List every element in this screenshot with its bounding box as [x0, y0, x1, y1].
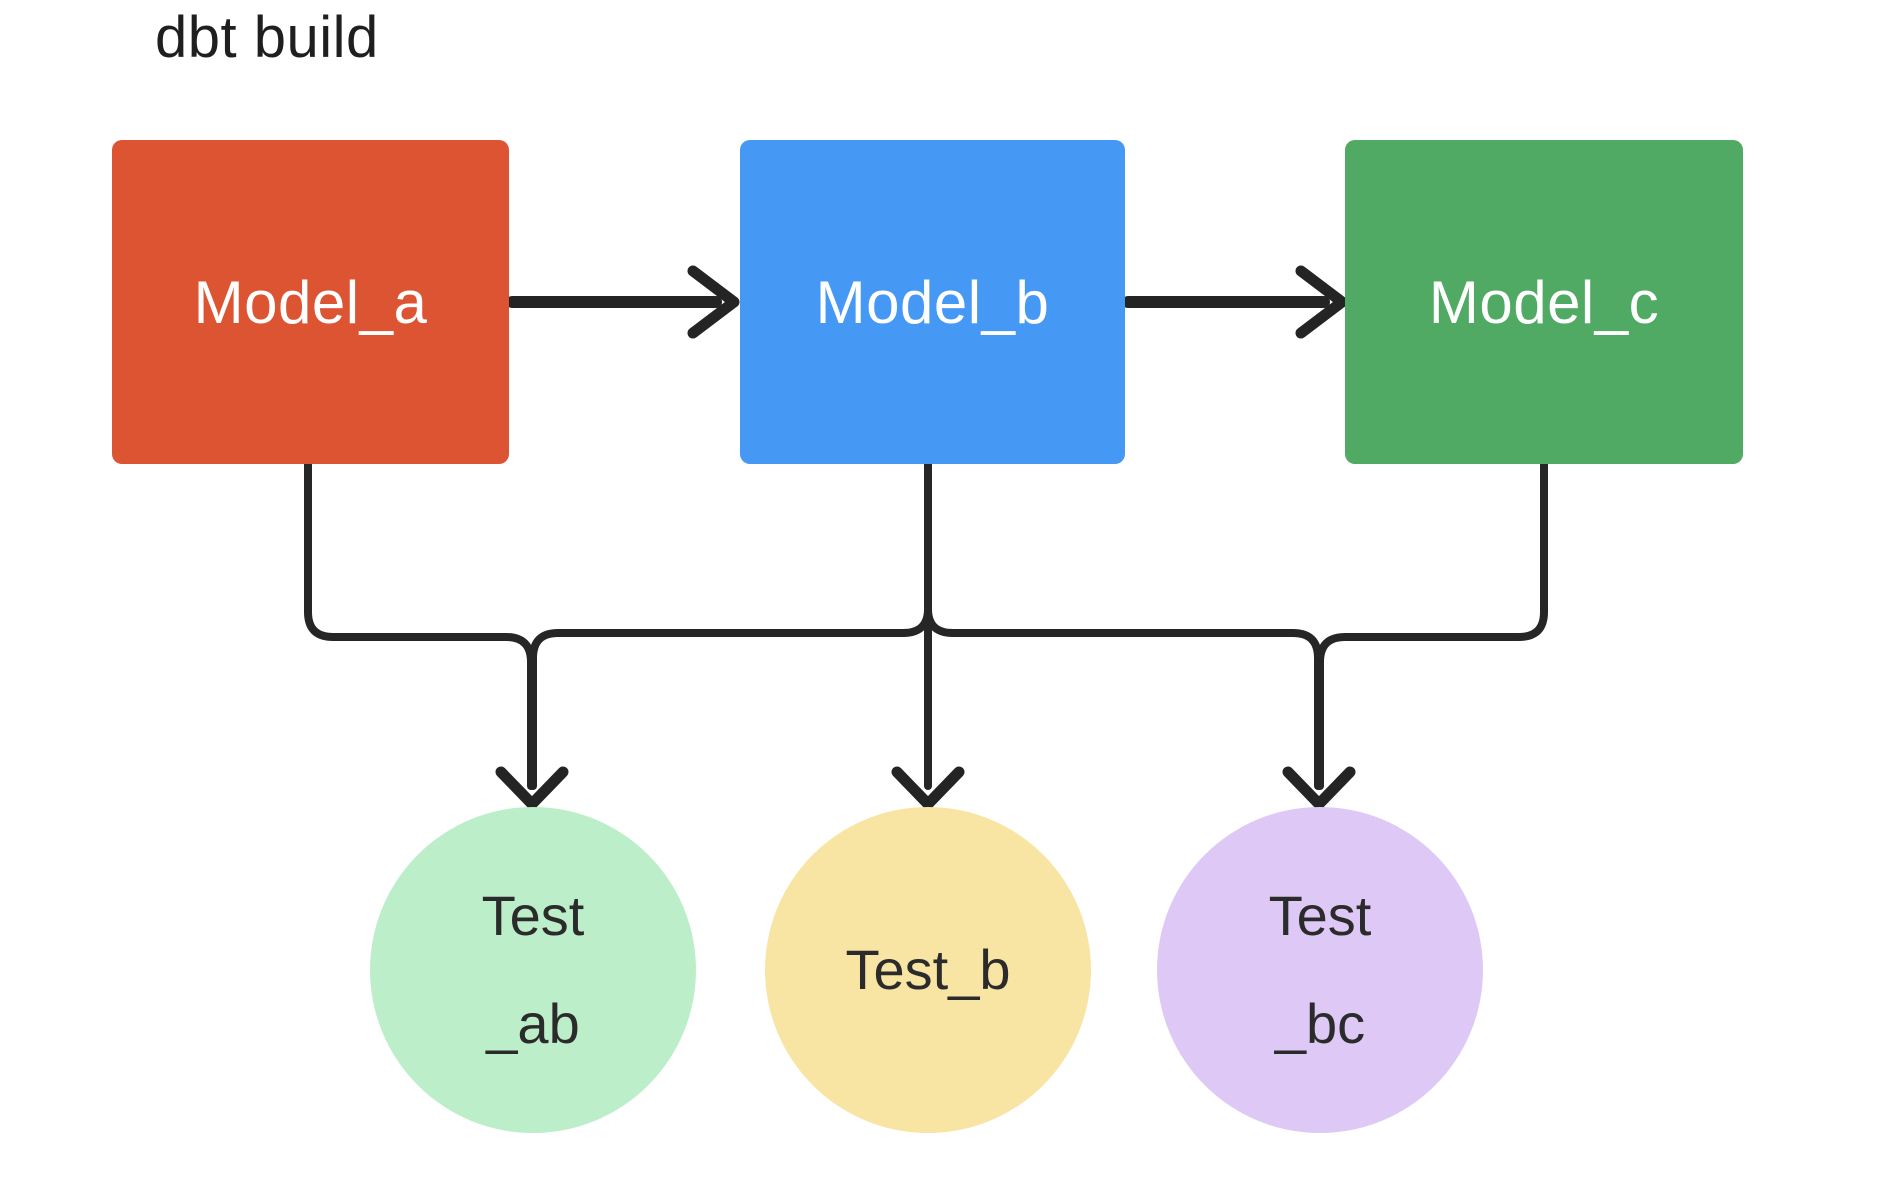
test-ab-label-line2: _ab [486, 992, 580, 1055]
model-b-label: Model_b [815, 268, 1050, 336]
test-ab-label-line1: Test [481, 884, 585, 947]
arrowhead-into-test-ab-icon [495, 766, 569, 810]
test-bc-label-line1: Test [1268, 884, 1372, 947]
diagram-title: dbt build [155, 5, 379, 70]
model-a-node: Model_a [112, 140, 509, 464]
test-bc-label-line2: _bc [1274, 992, 1366, 1055]
test-b-label: Test_b [845, 938, 1011, 1001]
edge-model-b-to-test-bc [924, 460, 1322, 790]
model-a-label: Model_a [193, 268, 428, 336]
test-b-node: Test_b [765, 807, 1091, 1133]
edge-model-c-to-test-bc [1316, 460, 1548, 790]
arrowhead-model-b-to-model-c-icon [1295, 265, 1348, 339]
test-ab-node: Test _ab [370, 807, 696, 1133]
test-bc-node: Test _bc [1157, 807, 1483, 1133]
arrowhead-into-test-bc-icon [1282, 766, 1356, 810]
model-b-node: Model_b [740, 140, 1125, 464]
model-c-label: Model_c [1428, 268, 1660, 336]
edge-model-a-to-test-ab [304, 460, 535, 790]
arrowhead-model-a-to-model-b-icon [687, 265, 740, 339]
edge-model-b-to-test-ab [529, 460, 932, 790]
arrowhead-into-test-b-icon [891, 766, 965, 810]
model-c-node: Model_c [1345, 140, 1743, 464]
